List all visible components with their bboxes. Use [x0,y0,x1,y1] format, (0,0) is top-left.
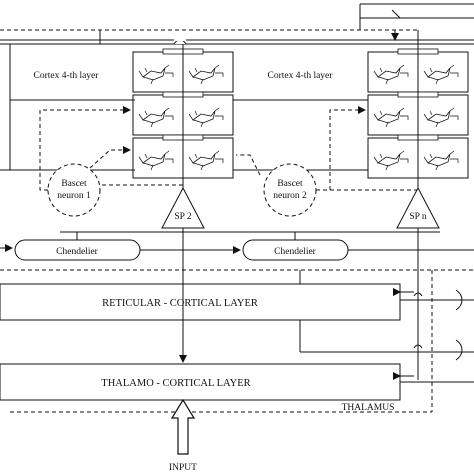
cortex-right-block: Cortex 4-th layer [233,71,368,171]
bascet-neuron-2: Bascet neuron 2 [263,163,317,217]
chandelier-links [0,231,474,254]
thalamo-cortical-layer: THALAMO - CORTICAL LAYER [0,363,401,401]
cortex-left-label: Cortex 4-th layer [34,71,100,81]
cortex-column-right [368,48,468,190]
spn-label: SP n [409,212,427,222]
reticular-label: RETICULAR - CORTICAL LAYER [102,298,258,309]
bascet-neuron-1: Bascet neuron 1 [47,163,101,217]
bascet-2-label-line1: Bascet [277,179,303,189]
input-label: INPUT [169,463,197,473]
sp2-pyramidal: SP 2 [161,186,205,229]
thalamus-label: THALAMUS [342,403,395,413]
thalamo-label: THALAMO - CORTICAL LAYER [101,378,250,389]
bascet-2-label-line2: neuron 2 [273,191,307,201]
sp2-label: SP 2 [174,212,192,222]
top-feedback-lines [0,3,474,48]
main-vertical-pathways [179,228,474,383]
spn-pyramidal: SP n [396,186,440,229]
bascet-1-label-line2: neuron 1 [57,191,91,201]
reticular-cortical-layer: RETICULAR - CORTICAL LAYER [0,283,401,321]
chandelier-left-label: Chendelier [56,247,99,257]
input-arrow: INPUT [169,398,197,473]
bascet-1-label-line1: Bascet [61,179,87,189]
inhibitory-dashed-links [0,106,474,413]
cortex-right-label: Cortex 4-th layer [268,71,334,81]
cortex-left-block: Cortex 4-th layer [0,43,135,171]
chandelier-left: Chendelier [14,239,141,261]
chandelier-right: Chendelier [242,239,349,261]
chandelier-right-label: Chendelier [274,247,317,257]
